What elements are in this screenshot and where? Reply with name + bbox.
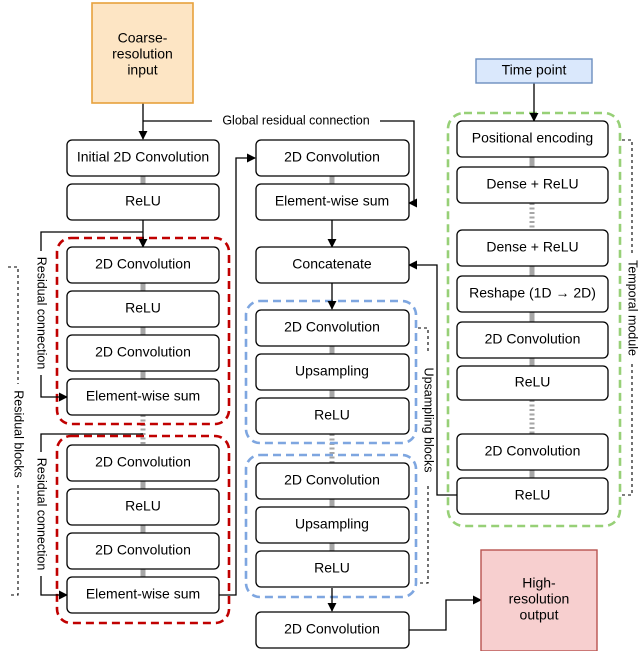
temporal-module-label-bg xyxy=(626,254,638,362)
output-line-3: output xyxy=(520,607,559,623)
positional-encoding-label: Positional encoding xyxy=(472,130,593,146)
arrow-final-output xyxy=(409,595,482,631)
input-line-2: resolution xyxy=(112,46,173,62)
res1-conv2-box xyxy=(66,334,220,372)
res2-conv-label: 2D Convolution xyxy=(95,454,191,470)
input-line-1: Coarse- xyxy=(118,30,168,46)
arrow-temporal-concat xyxy=(408,260,457,496)
res2-conv-box xyxy=(66,444,220,482)
upsampling-blocks-label: Upsampling blocks xyxy=(422,368,436,473)
upsampling-blocks-brace xyxy=(418,327,429,584)
temporal-relu-1-label: ReLU xyxy=(515,374,551,390)
global-residual-label: Global residual connection xyxy=(222,113,369,127)
dense-relu-1-label: Dense + ReLU xyxy=(486,176,578,192)
time-point-box xyxy=(475,58,593,84)
res1-relu-box xyxy=(66,290,220,328)
up1-upsampling-label: Upsampling xyxy=(295,363,369,379)
upsampling-block-2-group xyxy=(244,453,418,599)
reshape-label: Reshape (1D → 2D) xyxy=(469,285,596,301)
arrow-res-to-conv xyxy=(219,153,256,596)
temporal-conv-1-label: 2D Convolution xyxy=(485,331,581,347)
time-point-label: Time point xyxy=(502,62,567,78)
final-conv-label: 2D Convolution xyxy=(284,621,380,637)
block-links xyxy=(140,157,535,577)
up1-conv-label: 2D Convolution xyxy=(284,319,380,335)
dense-relu-2-label: Dense + ReLU xyxy=(486,239,578,255)
relu-label: ReLU xyxy=(125,193,161,209)
res1-sum-box xyxy=(66,378,220,416)
positional-encoding-box xyxy=(456,120,609,158)
up1-relu-box xyxy=(255,397,410,435)
up2-upsampling-label: Upsampling xyxy=(295,516,369,532)
residual-connection-2-label-bg xyxy=(35,452,47,576)
res2-relu-box xyxy=(66,488,220,526)
global-residual-label-bg xyxy=(212,113,380,129)
res2-conv2-box xyxy=(66,532,220,570)
residual-connection-2-label: Residual connection xyxy=(35,458,49,571)
final-conv-box xyxy=(255,611,410,649)
initial-conv-box xyxy=(66,139,220,177)
input-line-3: input xyxy=(127,62,157,78)
up2-conv-box xyxy=(255,462,410,500)
relu-box xyxy=(66,183,220,221)
res1-conv-label: 2D Convolution xyxy=(95,256,191,272)
res2-sum-label: Element-wise sum xyxy=(86,586,200,602)
dense-relu-2-box xyxy=(456,229,609,267)
up2-relu-box xyxy=(255,550,410,588)
reshape-box xyxy=(456,275,609,313)
col2-conv-label: 2D Convolution xyxy=(284,149,380,165)
residual-connection-1-label: Residual connection xyxy=(35,257,49,370)
res2-sum-box xyxy=(66,576,220,614)
temporal-conv-2-label: 2D Convolution xyxy=(485,443,581,459)
col2-sum-label: Element-wise sum xyxy=(275,193,389,209)
upsampling-blocks-label-bg xyxy=(422,354,434,486)
up1-upsampling-box xyxy=(255,353,410,391)
residual-block-2-group xyxy=(55,434,231,625)
temporal-conv-2-box xyxy=(456,433,609,471)
initial-conv-label: Initial 2D Convolution xyxy=(77,149,209,165)
temporal-module-label: Temporal module xyxy=(626,260,640,356)
dense-relu-1-box xyxy=(456,166,609,204)
res1-sum-label: Element-wise sum xyxy=(86,388,200,404)
temporal-relu-2-label: ReLU xyxy=(515,487,551,503)
residual-blocks-label: Residual blocks xyxy=(12,390,26,478)
output-line-1: High- xyxy=(522,575,556,591)
high-res-output-box xyxy=(480,549,598,651)
res1-relu-label: ReLU xyxy=(125,300,161,316)
col2-sum-box xyxy=(255,183,410,221)
temporal-relu-2-box xyxy=(456,477,609,515)
up2-conv-label: 2D Convolution xyxy=(284,472,380,488)
output-line-2: resolution xyxy=(509,591,570,607)
up1-conv-box xyxy=(255,309,410,347)
up2-relu-label: ReLU xyxy=(314,560,350,576)
res1-conv-box xyxy=(66,246,220,284)
up2-upsampling-box xyxy=(255,506,410,544)
res2-conv2-label: 2D Convolution xyxy=(95,542,191,558)
concatenate-label: Concatenate xyxy=(292,256,372,272)
concatenate-box xyxy=(255,246,410,284)
temporal-conv-1-box xyxy=(456,321,609,359)
res1-conv2-label: 2D Convolution xyxy=(95,344,191,360)
up1-relu-label: ReLU xyxy=(314,407,350,423)
res2-relu-label: ReLU xyxy=(125,498,161,514)
coarse-input-box xyxy=(91,2,194,104)
residual-blocks-label-bg xyxy=(12,384,24,484)
col2-conv-box xyxy=(255,139,410,177)
residual-connection-1-label-bg xyxy=(35,251,47,375)
temporal-relu-1-box xyxy=(456,365,609,401)
